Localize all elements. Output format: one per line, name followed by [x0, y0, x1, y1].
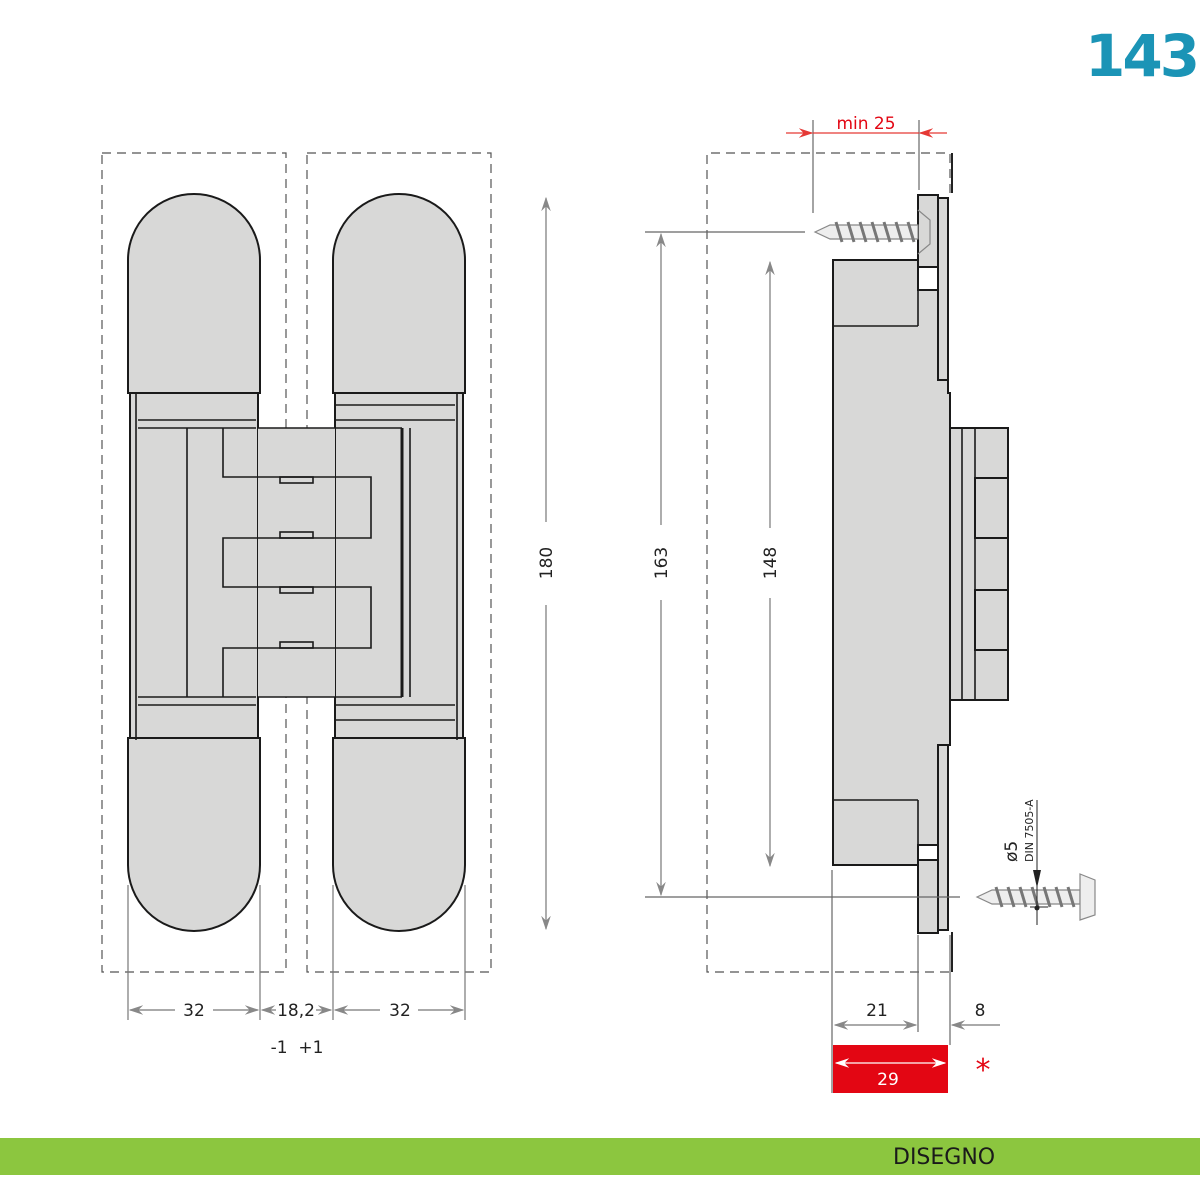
product-code-logo: 1431 — [1085, 22, 1200, 90]
dim-tolerance: -1 +1 — [271, 1038, 324, 1058]
dim-body-depth: 21 — [866, 1001, 888, 1021]
hinge-pivot-protrusion — [949, 427, 1009, 701]
hinge-center-mechanism — [222, 427, 404, 698]
bottom-cap-left — [127, 737, 261, 932]
hinge-leaf-left — [127, 193, 261, 932]
dim-plate-depth: 8 — [975, 1001, 986, 1021]
screw-diameter-label: ø5 — [1002, 841, 1022, 862]
bottom-cap-right — [332, 737, 466, 932]
hinge-body-profile — [832, 259, 951, 866]
screw-standard-label: DIN 7505-A — [1023, 799, 1036, 862]
hinge-leaf-right — [332, 193, 466, 932]
dim-total-height: 180 — [537, 547, 557, 579]
screw-bottom-icon — [975, 800, 1096, 925]
dim-screw-spacing: 163 — [652, 547, 672, 579]
dim-leaf-width-left: 32 — [183, 1001, 205, 1021]
dim-min-depth: min 25 — [836, 114, 895, 134]
top-cap-left — [127, 193, 261, 394]
dim-leaf-width-right: 32 — [389, 1001, 411, 1021]
footer-bar: DISEGNO — [0, 1138, 1200, 1175]
screw-top-icon — [813, 209, 931, 255]
mounting-plate-top — [917, 194, 939, 268]
dim-gap: 18,2 — [277, 1001, 315, 1021]
dim-total-depth: 29 — [877, 1070, 899, 1090]
footer-label: DISEGNO — [893, 1145, 996, 1170]
total-depth-highlight — [833, 1045, 948, 1093]
top-cap-right — [332, 193, 466, 394]
dim-body-height: 148 — [761, 547, 781, 579]
front-view: 32 18,2 32 -1 +1 180 — [101, 152, 557, 1058]
side-view: ø5 DIN 7505-A 163 148 min 25 21 8 29 * — [645, 114, 1096, 1093]
note-asterisk: * — [976, 1053, 991, 1088]
